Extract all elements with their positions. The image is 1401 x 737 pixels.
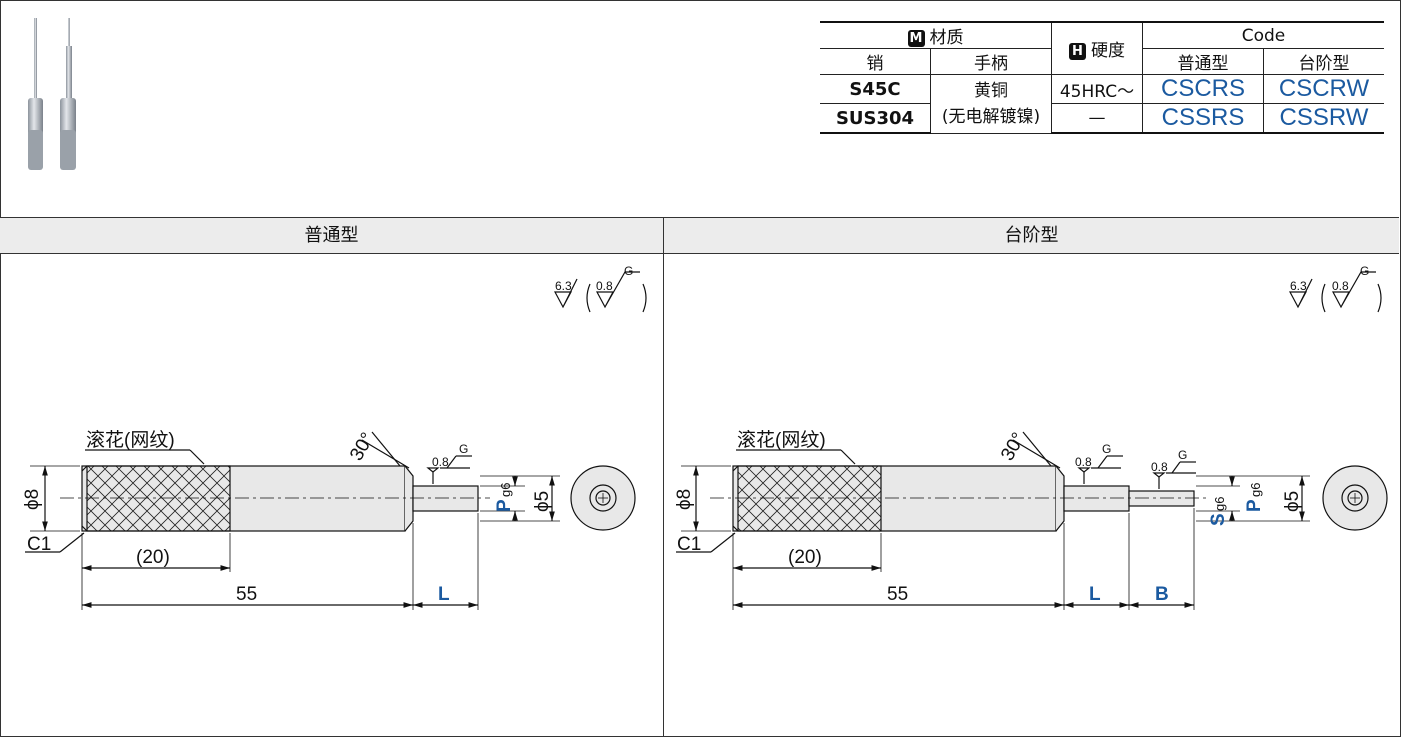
row-pin-1: SUS304	[820, 103, 931, 134]
drawing-normal	[25, 271, 647, 610]
rough-fine-pin-step: 0.8	[1075, 455, 1092, 469]
grind-label: G	[624, 264, 633, 278]
hardness-header-cell: H 硬度	[1051, 21, 1143, 75]
dim-L-step: L	[1089, 584, 1101, 605]
dim-P-step: P	[1244, 499, 1265, 512]
row-code-step-0[interactable]: CSCRW	[1263, 74, 1384, 104]
tol-g6-P: g6	[498, 483, 513, 497]
total-length: 55	[236, 584, 257, 605]
section-divider	[663, 217, 664, 737]
material-header: 材质	[929, 28, 964, 48]
col-step: 台阶型	[1263, 48, 1384, 75]
code-header: Code	[1142, 21, 1384, 49]
rough-main-label-step: 6.3	[1290, 279, 1307, 293]
section-title-step: 台阶型	[664, 217, 1399, 254]
row-hardness-1: —	[1051, 103, 1143, 134]
chamfer-label-step: C1	[677, 534, 701, 555]
section-title-normal: 普通型	[0, 217, 663, 254]
drawing-step	[676, 271, 1388, 610]
knurl-length: (20)	[136, 547, 170, 568]
col-normal: 普通型	[1142, 48, 1264, 75]
handle-material-cell: 黄铜 (无电解镀镍)	[930, 74, 1052, 134]
dim-L: L	[438, 584, 450, 605]
grind-pin-step: G	[1102, 442, 1111, 456]
rough-main-label: 6.3	[555, 279, 572, 293]
roughness-symbol-step	[1289, 271, 1382, 313]
row-pin-0: S45C	[820, 74, 931, 104]
col-handle: 手柄	[930, 48, 1052, 75]
tol-g6-S: g6	[1212, 497, 1227, 511]
rough-fine-label: 0.8	[596, 279, 613, 293]
material-badge: M	[907, 30, 925, 47]
handle-line2: (无电解镀镍)	[941, 106, 1041, 127]
knurl-label-step: 滚花(网纹)	[737, 429, 826, 451]
dim-B: B	[1155, 584, 1169, 605]
chamfer-label: C1	[27, 534, 51, 555]
col-pin: 销	[820, 48, 931, 75]
knurl-label: 滚花(网纹)	[86, 429, 175, 451]
rough-fine-label-step: 0.8	[1332, 279, 1349, 293]
hardness-badge: H	[1069, 43, 1086, 60]
dia5-label-step: ϕ5	[1282, 491, 1303, 512]
row-code-normal-1[interactable]: CSSRS	[1142, 103, 1264, 134]
roughness-symbol-normal	[554, 271, 647, 313]
rough-fine-tip-step: 0.8	[1151, 460, 1168, 474]
hardness-header: 硬度	[1091, 41, 1125, 61]
dia8-label: ϕ8	[22, 489, 43, 510]
dim-P: P	[494, 499, 515, 512]
total-length-step: 55	[887, 584, 908, 605]
row-code-normal-0[interactable]: CSCRS	[1142, 74, 1264, 104]
grind-tip-step: G	[1178, 448, 1187, 462]
handle-line1: 黄铜	[974, 80, 1008, 101]
row-code-step-1[interactable]: CSSRW	[1263, 103, 1384, 134]
grind-label-step: G	[1360, 264, 1369, 278]
rough-fine-pin: 0.8	[432, 455, 449, 469]
dia5-label: ϕ5	[532, 491, 553, 512]
grind-pin: G	[459, 442, 468, 456]
dia8-label-step: ϕ8	[674, 489, 695, 510]
product-photo	[28, 18, 76, 170]
tol-g6-P-step: g6	[1248, 483, 1263, 497]
dim-S: S	[1208, 513, 1229, 526]
row-hardness-0: 45HRC～	[1051, 74, 1143, 104]
knurl-length-step: (20)	[788, 547, 822, 568]
